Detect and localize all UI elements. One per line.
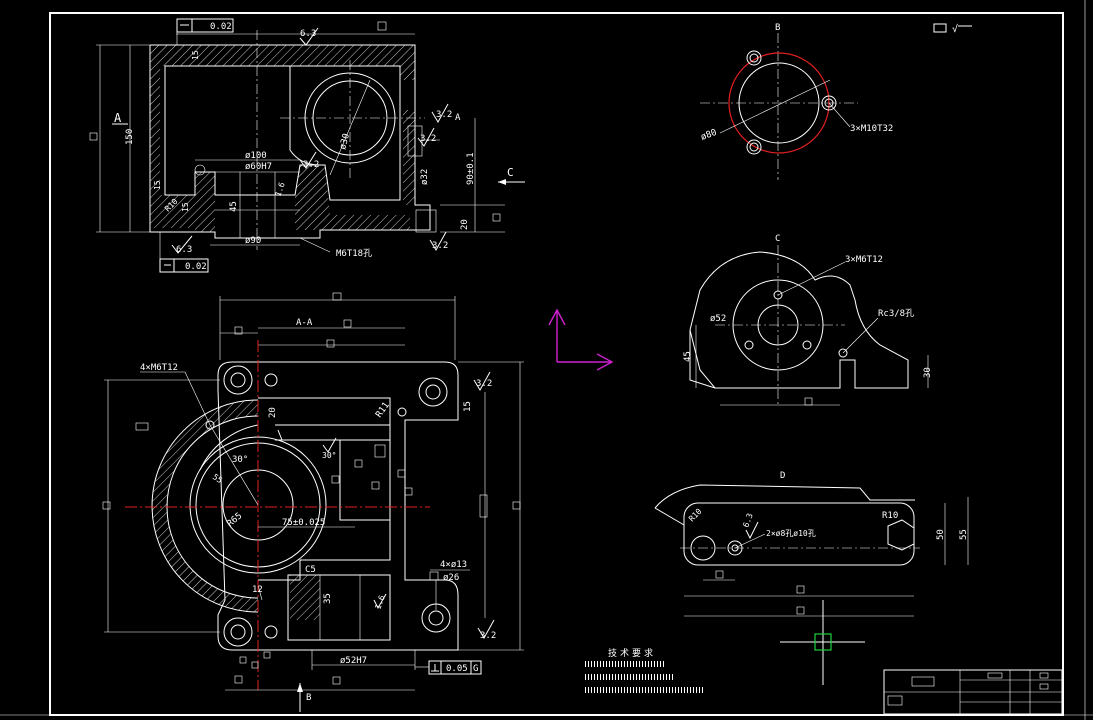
- svg-text:3.2: 3.2: [432, 241, 448, 251]
- crosshair-cursor[interactable]: [780, 600, 865, 685]
- svg-text:0.05: 0.05: [446, 664, 468, 674]
- svg-text:A: A: [455, 113, 461, 123]
- dim-d60h7: ø60H7: [245, 162, 272, 172]
- counterbore-note: 4×ø13 ø26: [429, 560, 470, 610]
- svg-text:3.2: 3.2: [420, 134, 436, 144]
- hole-note-m6-c: 3×M6T12: [845, 255, 883, 265]
- dim-15-top: 15: [191, 50, 200, 60]
- roughness-bottom-left: 6.3: [171, 235, 193, 255]
- svg-text:3.2: 3.2: [436, 110, 452, 120]
- section-arrow-c: C: [498, 166, 525, 185]
- flatness-tolerance-bottom: 0.02: [159, 232, 209, 273]
- dim-45-c: 45: [683, 351, 693, 362]
- dim-90: 90±0.1: [466, 152, 476, 185]
- svg-text:6.3: 6.3: [300, 29, 316, 39]
- dim-c5: C5: [305, 565, 316, 575]
- svg-text:3.2: 3.2: [303, 160, 319, 170]
- ucs-icon: [548, 308, 614, 371]
- svg-text:3.2: 3.2: [476, 379, 492, 389]
- dim-d90: ø90: [245, 236, 261, 246]
- svg-text:3.2: 3.2: [480, 631, 496, 641]
- flatness-tolerance-top: 0.02: [176, 18, 234, 45]
- roughness-top: 6.3: [299, 27, 319, 46]
- dim-30deg: 30°: [232, 455, 248, 465]
- svg-text:C: C: [507, 166, 514, 179]
- dim-r65: R65: [226, 511, 245, 529]
- hole-note-m10: 3×M10T32: [850, 124, 893, 134]
- general-roughness-note: √: [933, 23, 972, 35]
- top-section-view: 150 A 15 0.02 6.3 15 R10 15 ø100 ø60H7 4…: [89, 18, 525, 273]
- svg-text:0.02: 0.02: [210, 22, 232, 32]
- technical-requirements: 技术要求: [585, 647, 705, 693]
- view-arrow-b: B: [297, 683, 311, 712]
- dim-d32: ø32: [420, 169, 430, 185]
- dim-d52: ø52: [710, 314, 726, 324]
- dim-55: 55: [959, 529, 969, 540]
- dim-12: 12: [252, 585, 263, 595]
- roughness-front-bottom: 3.2: [477, 619, 496, 641]
- dim-20: 20: [460, 219, 470, 230]
- view-c-title: C: [775, 234, 780, 244]
- dim-45: 45: [229, 201, 239, 212]
- svg-text:4×ø13: 4×ø13: [440, 560, 467, 570]
- dim-d100: ø100: [245, 151, 267, 161]
- dim-15-left: 15: [153, 180, 162, 190]
- view-d-title: D: [780, 471, 785, 481]
- view-b: B ø80 3×M10T32: [700, 23, 893, 180]
- view-b-title: B: [775, 23, 780, 33]
- dim-15: 15: [463, 401, 473, 412]
- pipe-note: Rc3/8孔: [878, 308, 914, 319]
- tech-req-title: 技术要求: [608, 647, 656, 659]
- dim-35: 35: [323, 593, 333, 604]
- roughness-bottom-right: 3.2: [429, 231, 448, 251]
- roughness-bore: 3.2: [417, 127, 436, 147]
- svg-text:0.02: 0.02: [185, 262, 207, 272]
- dim-30deg-small: 30°: [322, 451, 336, 460]
- view-d: D R10 R10 6.3 2×ø8孔ø10孔 50 55: [654, 471, 969, 617]
- dim-r10-left: R10: [687, 507, 704, 524]
- dim-d80: ø80: [700, 128, 719, 143]
- front-view: A-A: [102, 292, 524, 712]
- hole-note-d: 2×ø8孔ø10孔: [766, 529, 816, 538]
- svg-text:6.3: 6.3: [176, 245, 192, 255]
- dim-30-c: 30: [923, 367, 933, 378]
- roughness-front-top: 3.2: [473, 371, 492, 391]
- dim-55: 55: [211, 472, 224, 485]
- dim-r10-right: R10: [882, 511, 898, 521]
- roughness-d: 6.3: [741, 512, 754, 529]
- dim-d30: ø30: [338, 132, 352, 150]
- svg-text:G: G: [473, 664, 478, 674]
- section-label-aa: A-A: [296, 318, 313, 328]
- view-a-mark: A: [114, 111, 122, 125]
- dim-r11: R11: [374, 401, 392, 420]
- dim-50: 50: [936, 529, 946, 540]
- perpendicularity-tolerance: 0.05 G: [415, 660, 482, 675]
- svg-text:ø26: ø26: [443, 573, 459, 583]
- thread-note-m6: M6T18孔: [336, 248, 372, 259]
- dim-20: 20: [268, 407, 278, 418]
- hole-note-m6: 4×M6T12: [140, 363, 178, 373]
- dim-15-small: 15: [181, 202, 190, 212]
- dim-d52h7: ø52H7: [340, 656, 367, 666]
- svg-text:B: B: [306, 693, 311, 703]
- roughness-inner: 3.2: [299, 151, 319, 170]
- general-roughness-symbol: √: [952, 23, 958, 35]
- view-c: C 3×M6T12 ø52 Rc3/8孔 45 30: [683, 234, 933, 406]
- roughness-right: 3.2 A: [431, 103, 461, 123]
- title-block: [883, 669, 1063, 715]
- dim-75: 75±0.025: [282, 518, 325, 528]
